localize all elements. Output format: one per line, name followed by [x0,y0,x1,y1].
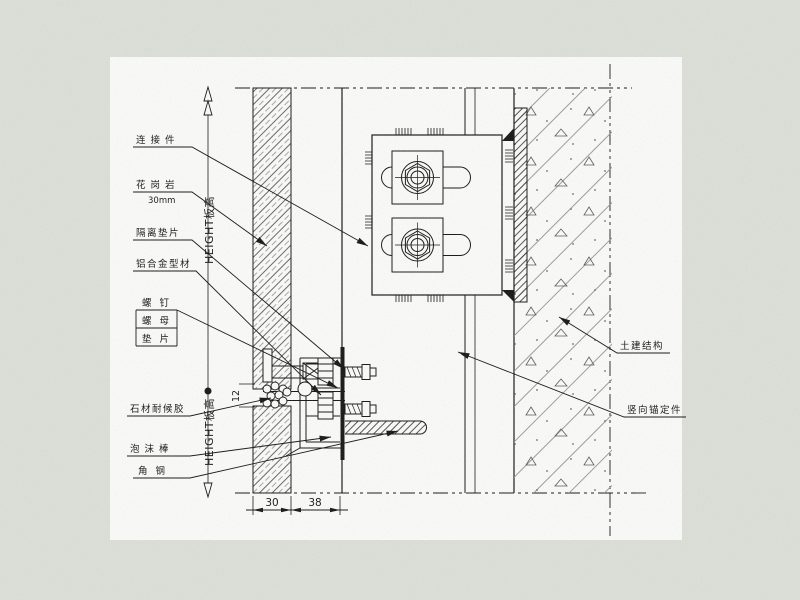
cad-detail-drawing: HEIGHT板高 HEIGHT板高 12 30 38 连接件 花岗岩 30mm … [0,0,800,600]
paper-grain-overlay [0,0,800,600]
